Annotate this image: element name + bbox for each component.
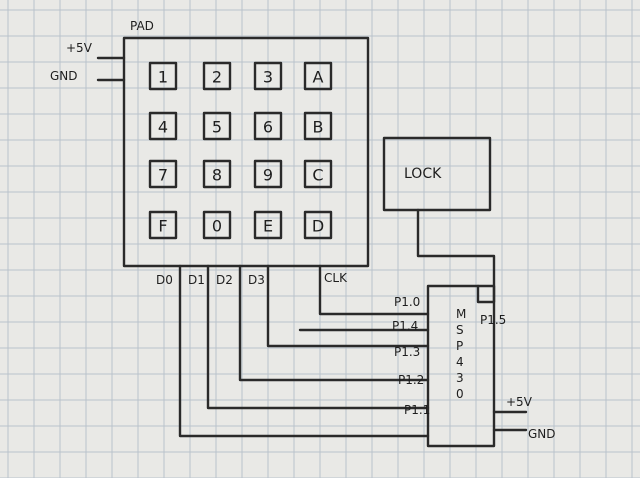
- key-box: [148, 159, 178, 189]
- key-label: 1: [158, 68, 168, 87]
- wire-d0: [178, 264, 430, 438]
- key-label: C: [312, 166, 323, 185]
- wire-d3-p1-3: [266, 264, 430, 348]
- key-box: [253, 111, 283, 141]
- key-box: [148, 61, 178, 91]
- wire-lock-p1-5: [416, 208, 496, 304]
- key-box: [202, 159, 232, 189]
- key-label: 4: [158, 118, 168, 137]
- mcu-ground-label: GND: [528, 427, 556, 441]
- key-box: [303, 210, 333, 240]
- key-box: [148, 210, 178, 240]
- key-box: [202, 111, 232, 141]
- chip-letter: P: [456, 339, 463, 353]
- key-label: 2: [212, 68, 222, 87]
- key-label: B: [313, 118, 324, 137]
- mcu-pin-p1-0: P1.0: [394, 295, 420, 309]
- pad-power-label: +5V: [66, 41, 93, 55]
- key-label: 6: [263, 118, 273, 137]
- keypad-label: PAD: [130, 19, 154, 33]
- pad-ground-label: GND: [50, 69, 78, 83]
- mcu-pin-p1-4: P1.4: [392, 319, 418, 333]
- lock-box: [382, 136, 492, 212]
- pad-clock-label: CLK: [324, 271, 348, 285]
- key-box: [303, 111, 333, 141]
- mcu-chip-lettering: MSP 4 3 0: [456, 307, 466, 401]
- chip-letter: M: [456, 307, 466, 321]
- chip-letter: 0: [456, 387, 464, 401]
- key-label: 0: [212, 217, 222, 236]
- key-label: A: [313, 68, 324, 87]
- key-box: [148, 111, 178, 141]
- key-label: 3: [263, 68, 273, 87]
- keypad-outline: [122, 36, 370, 268]
- key-label: E: [263, 217, 273, 236]
- chip-letter: S: [456, 323, 464, 337]
- key-box: [253, 61, 283, 91]
- key-box: [253, 210, 283, 240]
- mcu-pin-p1-2: P1.2: [398, 373, 424, 387]
- key-box: [253, 159, 283, 189]
- pad-to-mcu-wires: [178, 264, 430, 438]
- pad-line-label-d1: D1: [188, 273, 205, 287]
- mcu-pin-p1-5: P1.5: [480, 313, 506, 327]
- wire-d2-p1-2: [238, 264, 430, 382]
- keypad-keys: 1 2 3 A 4 5 6 B 7 8 9 C F 0 E D: [148, 61, 333, 240]
- mcu-power-label: +5V: [506, 395, 533, 409]
- pad-line-label-d0: D0: [156, 273, 173, 287]
- key-label: 5: [212, 118, 222, 137]
- mcu-pin-p1-1: P1.1: [404, 403, 430, 417]
- mcu-chip: [426, 284, 496, 448]
- wire-clk-p1-0: [318, 264, 430, 316]
- pad-line-label-d2: D2: [216, 273, 233, 287]
- key-box: [303, 159, 333, 189]
- chip-letter: 3: [456, 371, 464, 385]
- key-label: 8: [212, 166, 222, 185]
- chip-letter: 4: [456, 355, 464, 369]
- lock-label: LOCK: [404, 166, 442, 182]
- pad-line-label-d3: D3: [248, 273, 265, 287]
- key-label: D: [312, 217, 324, 236]
- wire-d1-p1-1: [206, 264, 430, 410]
- mcu-pin-p1-3: P1.3: [394, 345, 420, 359]
- key-label: 7: [158, 166, 168, 185]
- key-label: 9: [263, 166, 273, 185]
- key-label: F: [158, 217, 167, 236]
- key-box: [202, 61, 232, 91]
- key-box: [303, 61, 333, 91]
- key-box: [202, 210, 232, 240]
